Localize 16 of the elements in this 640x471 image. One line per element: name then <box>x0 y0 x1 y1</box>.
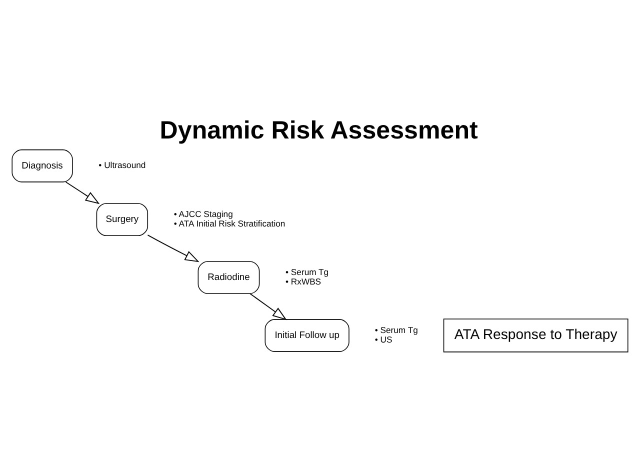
node-label: • ATA Initial Risk Stratification <box>174 218 286 228</box>
node-box: Surgery <box>96 202 148 236</box>
diagram-title: Dynamic Risk Assessment <box>160 116 478 144</box>
node-box: Radiodine <box>198 260 260 294</box>
arrow <box>65 181 100 204</box>
node-label: • Ultrasound <box>98 160 146 170</box>
node-label: • US <box>374 334 392 344</box>
node-box: Diagnosis <box>12 148 73 182</box>
node-label: • Serum Tg <box>374 324 418 334</box>
node-box: Initial Follow up <box>264 318 350 352</box>
node-label: • Serum Tg <box>286 266 329 277</box>
arrow <box>147 234 200 262</box>
arrow <box>250 292 287 320</box>
node-label: • AJCC Staging <box>174 208 233 219</box>
node-box: ATA Response to Therapy <box>443 318 628 352</box>
node-label: • RxWBS <box>286 276 322 286</box>
